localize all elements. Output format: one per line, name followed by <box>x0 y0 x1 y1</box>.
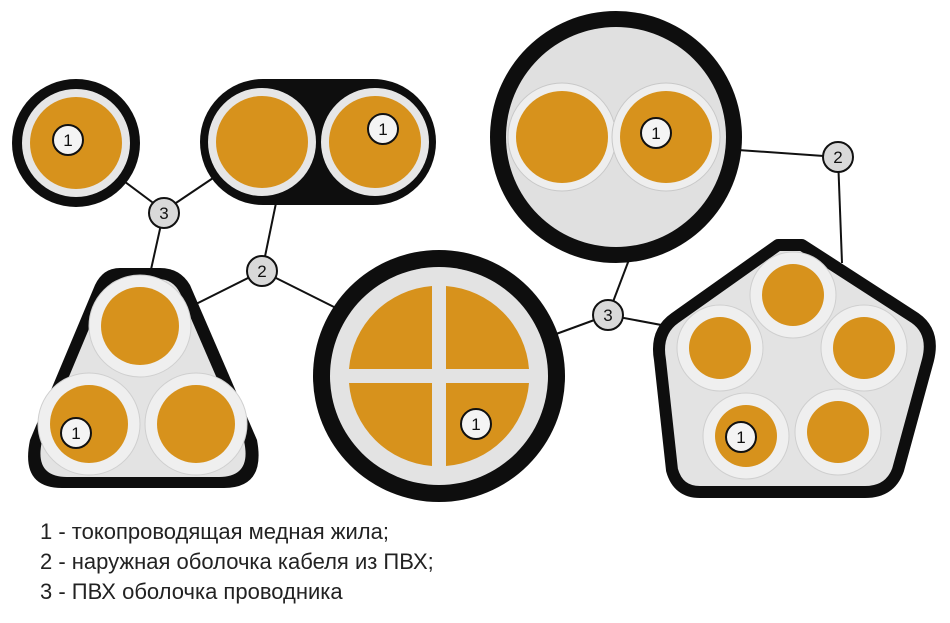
copper-core-left <box>516 91 608 183</box>
copper-sector-tl <box>349 286 432 369</box>
copper-core-top <box>762 264 824 326</box>
marker-1-flat: 1 <box>367 113 399 145</box>
svg-text:1: 1 <box>471 415 480 434</box>
three-core-cable <box>28 268 259 488</box>
marker-3-left: 3 <box>148 197 180 229</box>
leader-2-five <box>837 156 843 264</box>
marker-2-right: 2 <box>822 141 854 173</box>
four-sector-cable <box>313 250 565 502</box>
marker-1-twin: 1 <box>640 117 672 149</box>
marker-2-left: 2 <box>246 255 278 287</box>
flat-two-core-cable <box>200 79 436 205</box>
marker-1-single: 1 <box>52 124 84 156</box>
round-twin-core-cable <box>490 11 742 263</box>
copper-core-lower-right <box>807 401 869 463</box>
svg-text:3: 3 <box>603 306 612 325</box>
copper-core-top <box>101 287 179 365</box>
svg-text:3: 3 <box>159 204 168 223</box>
svg-text:2: 2 <box>257 262 266 281</box>
legend: 1 - токопроводящая медная жила; 2 - нару… <box>40 517 434 607</box>
marker-3-right: 3 <box>592 299 624 331</box>
svg-text:1: 1 <box>71 424 80 443</box>
copper-sector-bl <box>349 383 432 466</box>
copper-core-upper-left <box>689 317 751 379</box>
legend-item-outer-sheath: 2 - наружная оболочка кабеля из ПВХ; <box>40 549 434 574</box>
svg-text:2: 2 <box>833 148 842 167</box>
marker-1-quad: 1 <box>460 408 492 440</box>
svg-text:1: 1 <box>63 131 72 150</box>
svg-text:1: 1 <box>736 428 745 447</box>
inner-sheath <box>330 267 548 485</box>
marker-1-triangle: 1 <box>60 417 92 449</box>
legend-item-conductor: 1 - токопроводящая медная жила; <box>40 519 389 544</box>
copper-core-left <box>216 96 308 188</box>
svg-text:1: 1 <box>378 120 387 139</box>
legend-item-insulation: 3 - ПВХ оболочка проводника <box>40 579 343 604</box>
copper-core-right <box>157 385 235 463</box>
copper-sector-tr <box>446 286 529 369</box>
svg-text:1: 1 <box>651 124 660 143</box>
copper-core-upper-right <box>833 317 895 379</box>
marker-1-five: 1 <box>725 421 757 453</box>
five-core-cable <box>653 239 936 498</box>
leader-2-twin <box>737 149 839 158</box>
